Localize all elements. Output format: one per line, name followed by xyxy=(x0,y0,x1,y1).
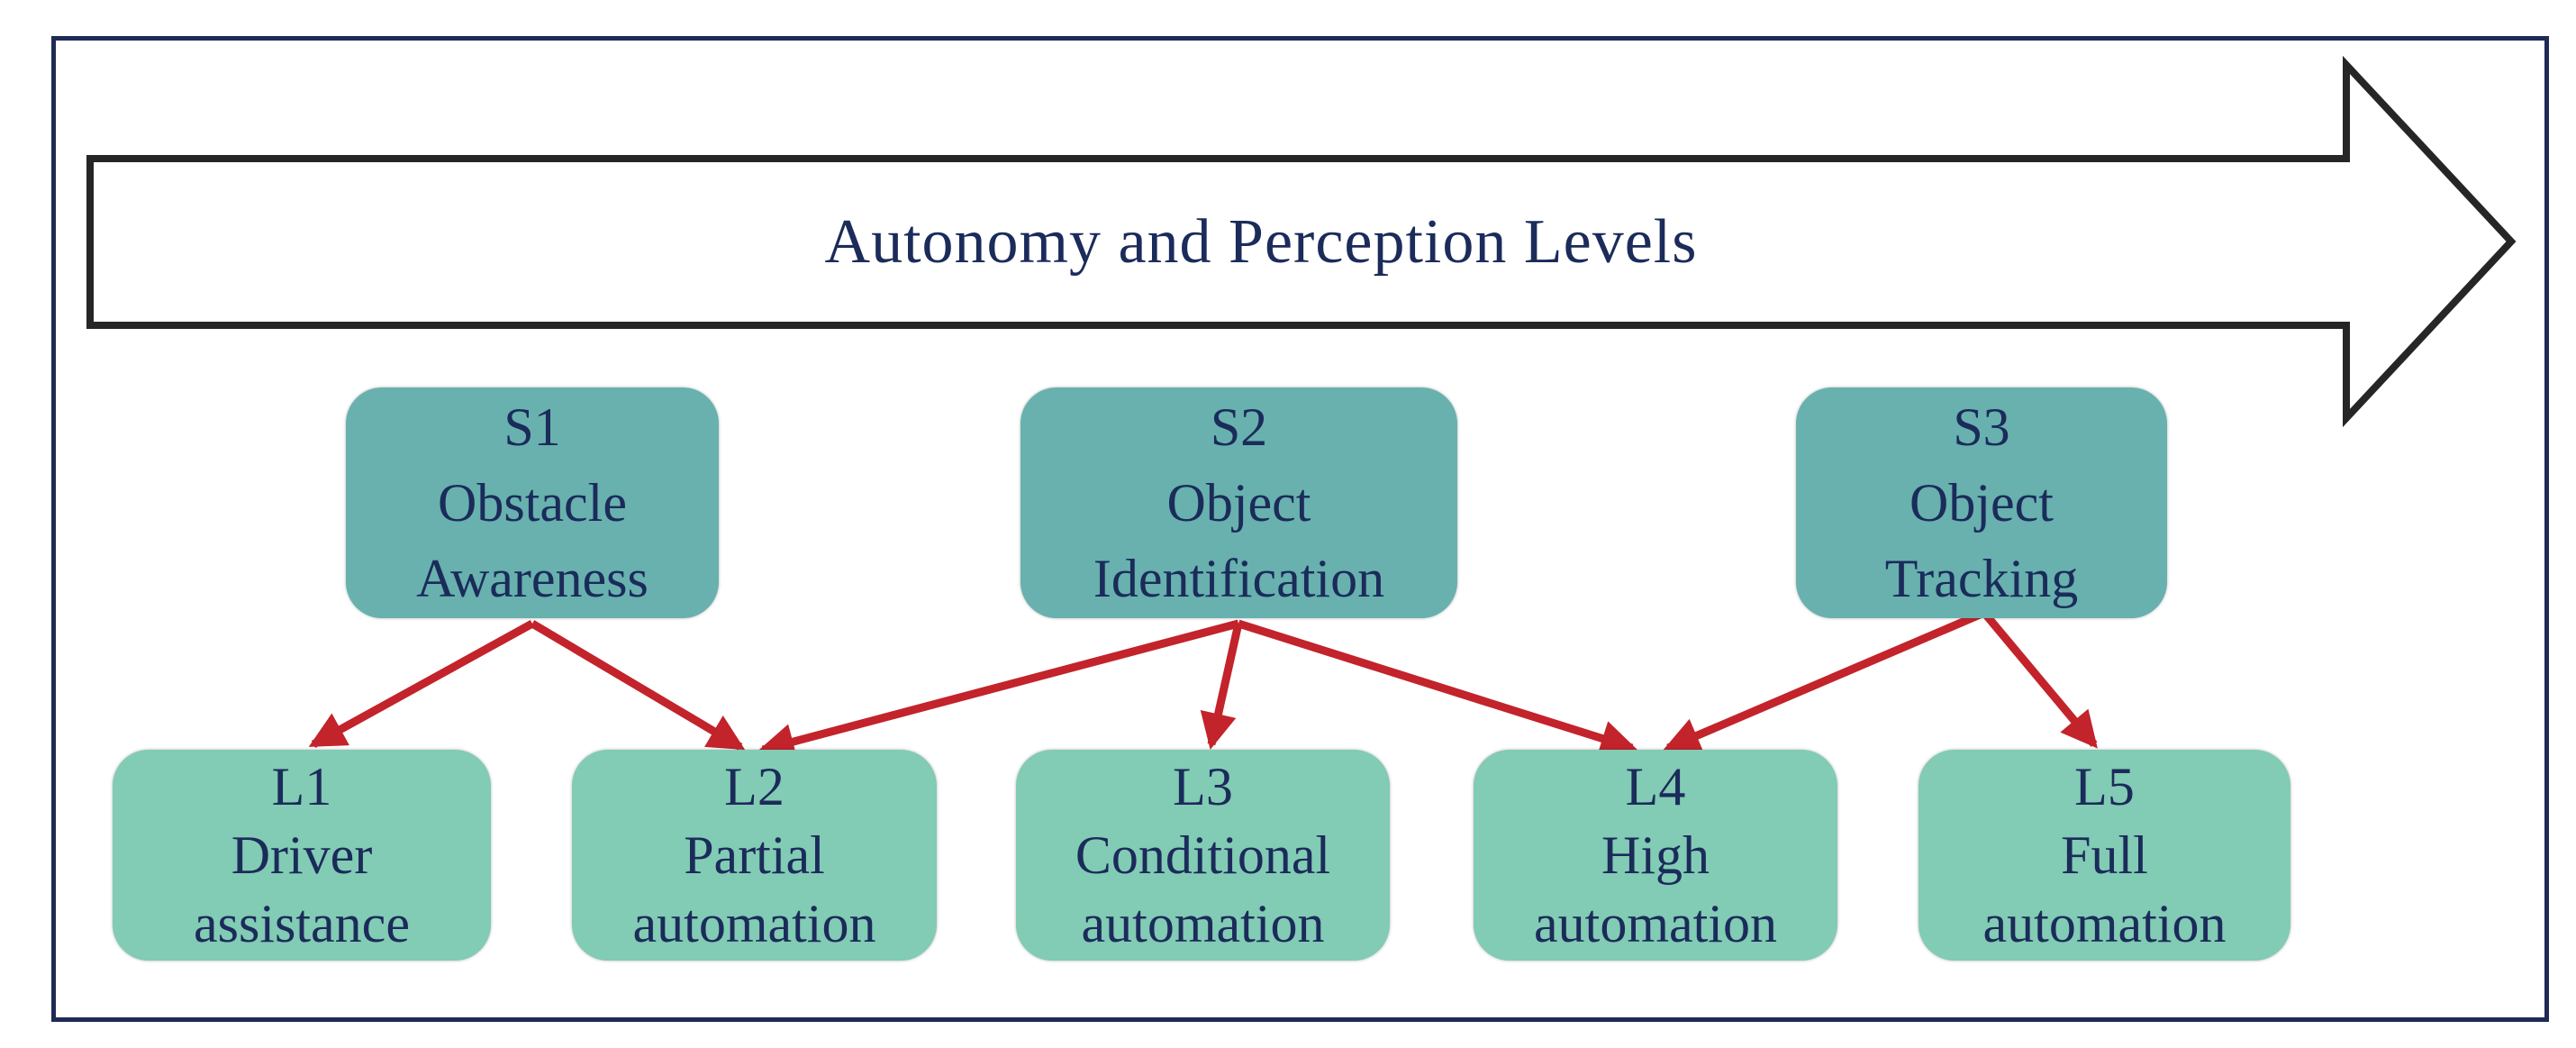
box-line: Awareness xyxy=(416,549,649,608)
box-line: Partial xyxy=(684,825,825,885)
connector-arrow-S1-L2 xyxy=(530,620,746,751)
connector-arrow-S2-L3 xyxy=(1200,623,1243,750)
sensing-box-s1: S1 Obstacle Awareness xyxy=(346,387,719,618)
box-line: automation xyxy=(1534,894,1777,953)
box-line: automation xyxy=(1081,894,1325,953)
level-box-l5: L5 Full automation xyxy=(1918,750,2290,961)
connector-arrow-S2-L4 xyxy=(1237,619,1637,756)
level-box-l3: L3 Conditional automation xyxy=(1016,750,1390,961)
connector-arrow-S3-L4 xyxy=(1663,608,1986,753)
box-line: L5 xyxy=(2074,757,2135,816)
box-line: L3 xyxy=(1173,757,1233,816)
box-line: Driver xyxy=(231,825,373,885)
box-line: Object xyxy=(1166,473,1311,533)
box-line: L4 xyxy=(1625,757,1686,816)
level-box-l4: L4 High automation xyxy=(1474,750,1837,961)
diagram-frame xyxy=(51,36,2549,1022)
sensing-box-s2: S2 Object Identification xyxy=(1020,387,1457,618)
box-line: S1 xyxy=(503,397,561,457)
connector-arrow-S2-L2 xyxy=(757,619,1240,760)
box-line: Object xyxy=(1909,473,2054,533)
box-line: L1 xyxy=(271,757,332,816)
box-line: Conditional xyxy=(1075,825,1331,885)
box-line: automation xyxy=(1982,894,2227,953)
level-box-l1: L1 Driver assistance xyxy=(113,750,491,961)
box-line: assistance xyxy=(194,894,410,953)
connector-arrow-S1-L1 xyxy=(308,620,535,748)
box-line: Obstacle xyxy=(438,473,627,533)
box-line: Tracking xyxy=(1884,549,2079,608)
box-line: Full xyxy=(2061,825,2148,885)
level-box-l2: L2 Partial automation xyxy=(572,750,937,961)
connector-arrow-S3-L5 xyxy=(1981,610,2098,749)
box-line: High xyxy=(1601,825,1710,885)
box-line: automation xyxy=(632,894,876,953)
diagram-title: Autonomy and Perception Levels xyxy=(824,206,1698,277)
box-line: S2 xyxy=(1210,397,1268,457)
sensing-box-s3: S3 Object Tracking xyxy=(1796,387,2167,618)
box-line: Identification xyxy=(1093,549,1385,608)
box-line: S3 xyxy=(1953,397,2010,457)
box-line: L2 xyxy=(724,757,785,816)
banner-arrow-shape xyxy=(86,55,2517,428)
connector-layer xyxy=(308,608,2098,760)
